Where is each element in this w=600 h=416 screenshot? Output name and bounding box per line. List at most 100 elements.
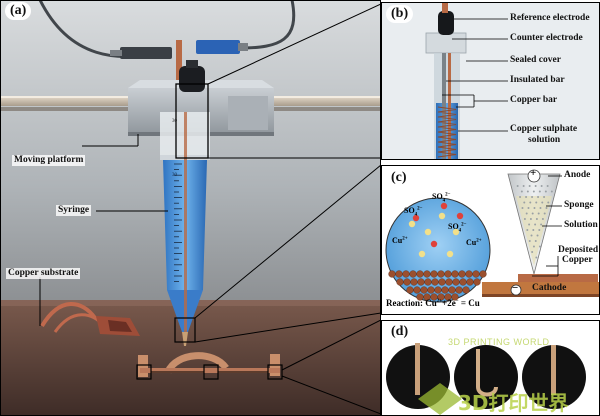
- label-solution: Solution: [564, 220, 598, 230]
- anode-plus-sign: +: [530, 167, 537, 179]
- label-counter-electrode: Counter electrode: [510, 33, 583, 43]
- callout-box-tip: [174, 317, 196, 343]
- sponge-pore: [538, 245, 541, 248]
- sponge-pore: [526, 190, 529, 193]
- connector-line-c-top: [194, 164, 381, 319]
- sponge-pore: [537, 196, 540, 198]
- copper-particle: [406, 286, 414, 294]
- callout-box-electrode: [175, 83, 209, 159]
- sponge-pore: [532, 229, 535, 231]
- copper-particle: [417, 278, 425, 286]
- sponge-pore: [529, 218, 532, 220]
- panel-tag-d: (d): [386, 323, 414, 341]
- label-sponge: Sponge: [564, 200, 594, 210]
- copper-particle: [395, 270, 403, 278]
- sponge-pore: [544, 190, 547, 193]
- copper-particle: [434, 286, 442, 294]
- sponge-pore: [543, 196, 546, 198]
- ion-particle: [456, 212, 464, 220]
- sponge-pore: [539, 207, 542, 209]
- sponge-pore: [545, 207, 548, 209]
- copper-particle: [459, 278, 467, 286]
- sponge-pore: [540, 223, 543, 226]
- sponge-pore: [522, 185, 525, 187]
- sponge-pore: [516, 185, 519, 187]
- copper-particle: [430, 270, 438, 278]
- copper-particle: [424, 278, 432, 286]
- copper-particle: [455, 286, 463, 294]
- ion-label-so4-3: SO42−: [448, 222, 467, 234]
- ion-particle: [452, 228, 460, 236]
- copper-particle: [409, 270, 417, 278]
- electrode-head: [179, 66, 205, 92]
- ion-label-so4-2: SO42−: [432, 192, 451, 204]
- copper-particle: [473, 278, 481, 286]
- sponge-pore: [523, 218, 526, 220]
- sponge-pore: [520, 190, 523, 193]
- cathode-terminal: [510, 284, 522, 296]
- copper-particle: [451, 270, 459, 278]
- sponge-pore: [541, 218, 544, 220]
- deposited-copper-layer: [518, 274, 598, 282]
- copper-particle: [416, 270, 424, 278]
- panel-tag-c: (c): [386, 169, 412, 187]
- copper-particle: [396, 278, 404, 286]
- sponge-pore: [527, 207, 530, 209]
- printed-copper-strip: [140, 368, 280, 373]
- reference-electrode-shape: [438, 11, 454, 35]
- connector-line-b-top: [207, 3, 381, 85]
- copper-particle: [437, 270, 445, 278]
- sponge-pore: [534, 240, 537, 242]
- copper-particle: [437, 293, 445, 301]
- copper-particle: [420, 286, 428, 294]
- copper-particle: [427, 286, 435, 294]
- copper-particle: [452, 278, 460, 286]
- label-syringe: Syringe: [56, 205, 92, 216]
- sponge-pore: [529, 201, 532, 204]
- sponge-pore: [528, 185, 531, 187]
- label-deposited-1: Deposited: [558, 245, 599, 255]
- copper-particle: [423, 293, 431, 301]
- syringe-scale: [174, 163, 182, 283]
- substrate-wire-1: [40, 302, 97, 328]
- copper-particle: [448, 286, 456, 294]
- label-deposited-2: Copper: [562, 255, 593, 265]
- sponge-pore: [543, 212, 546, 215]
- copper-particle: [430, 293, 438, 301]
- panel-b-illustration: [382, 3, 599, 159]
- ion-particle: [424, 228, 432, 236]
- copper-coil-shape: [437, 106, 457, 158]
- copper-particle: [431, 278, 439, 286]
- panel-c: (c) + Anode Sponge Solution Deposited Co…: [381, 165, 600, 315]
- label-copper-substrate: Copper substrate: [6, 268, 81, 279]
- arc-sample-2: [476, 349, 498, 397]
- sponge-pore: [535, 201, 538, 204]
- copper-particle: [445, 278, 453, 286]
- copper-lead: [176, 40, 182, 80]
- scale-number-bottom: 30: [172, 173, 178, 178]
- copper-particle: [479, 270, 487, 278]
- label-sealed-cover: Sealed cover: [510, 55, 561, 65]
- label-copper-bar: Copper bar: [510, 95, 558, 105]
- ion-particle: [446, 250, 454, 258]
- sponge-pore: [538, 229, 541, 231]
- ion-particle: [412, 214, 420, 222]
- scale-number-top: 30: [172, 119, 178, 124]
- sponge-pore: [528, 223, 531, 226]
- sponge-pore: [534, 185, 537, 187]
- sponge-pore: [525, 212, 528, 215]
- copper-particle: [402, 270, 410, 278]
- connector-left: [120, 47, 172, 59]
- sponge-pore: [533, 207, 536, 209]
- copper-particle: [410, 278, 418, 286]
- sponge-pores: [516, 185, 553, 259]
- anode-terminal: [527, 169, 541, 183]
- copper-particle: [444, 270, 452, 278]
- copper-particle: [472, 270, 480, 278]
- copper-particle: [444, 293, 452, 301]
- panel-tag-b: (b): [386, 5, 414, 23]
- printed-copper-arc: [164, 352, 229, 374]
- panel-d: (d) 3D PRINTING WORLD 3D打印世界: [381, 320, 600, 416]
- connector-line-d-bottom: [281, 375, 381, 415]
- label-moving-platform: Moving platform: [12, 155, 86, 166]
